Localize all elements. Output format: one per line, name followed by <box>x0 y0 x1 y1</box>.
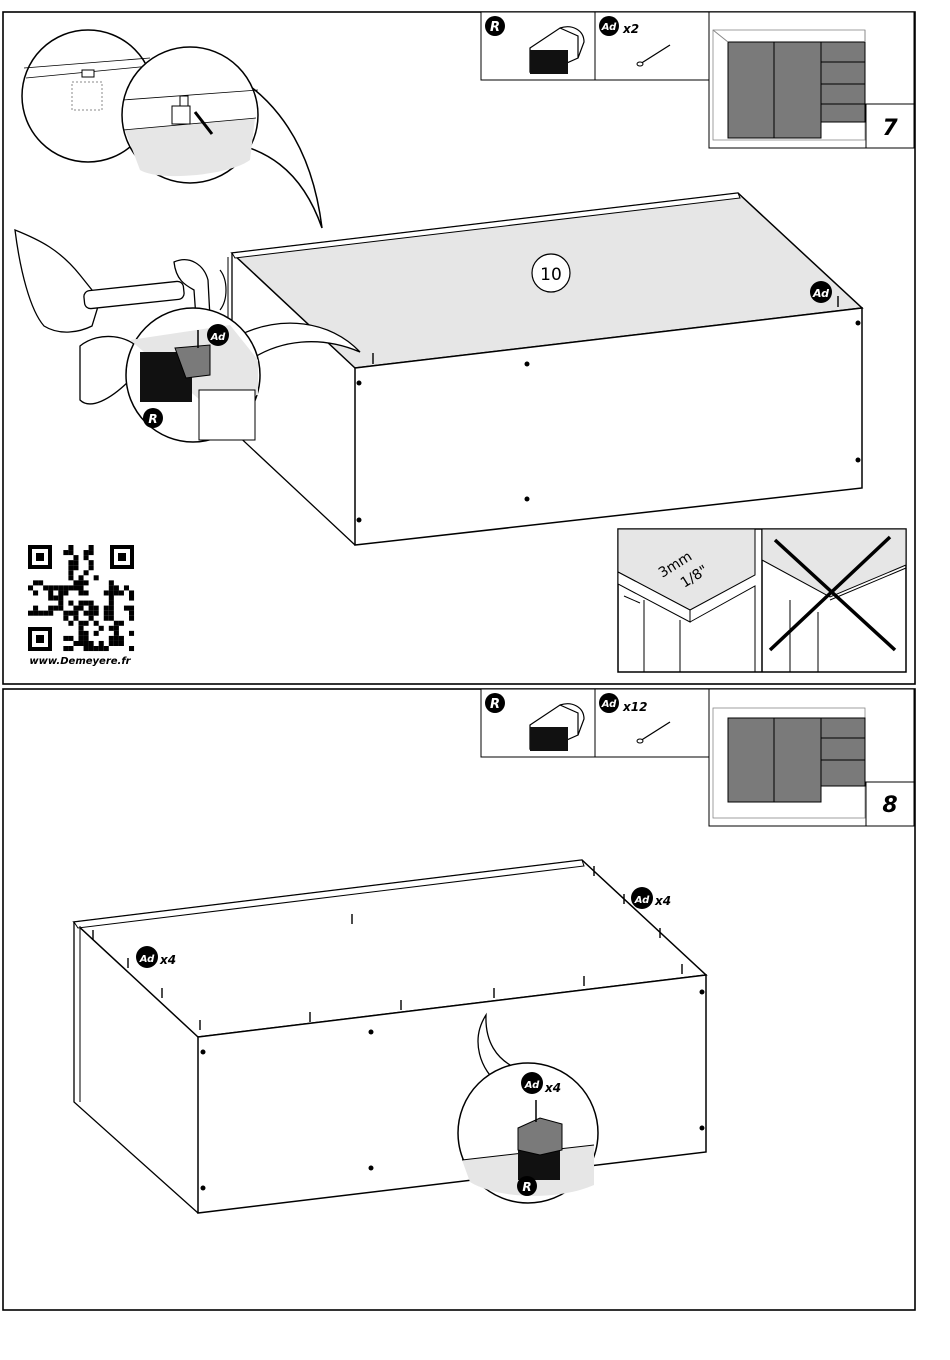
step7-number: 7 <box>882 116 898 141</box>
ad-part-quantity: x12 <box>622 700 647 714</box>
panel-number-label: 10 <box>540 265 562 285</box>
r-part-badge: R <box>490 697 500 712</box>
qr-code <box>28 545 134 651</box>
callout-ad-quantity: x4 <box>544 1081 561 1095</box>
r-part-badge: R <box>485 16 505 36</box>
step8-parts-box: R Ad x12 <box>481 689 709 757</box>
gap-detail: 3mm 1/8" <box>618 529 906 672</box>
right-ad-badge: Ad <box>634 895 650 906</box>
step7-parts-box: R Ad x2 <box>481 12 709 80</box>
left-ad-badge: Ad <box>139 954 155 965</box>
step7-cabinet: 10 Ad <box>228 193 862 545</box>
svg-text:x2: x2 <box>622 22 639 36</box>
svg-text:Ad: Ad <box>601 22 617 33</box>
left-ad-quantity: x4 <box>159 953 176 967</box>
callout-r-badge: R <box>148 412 157 426</box>
svg-text:R: R <box>490 20 500 35</box>
step8-wardrobe-thumbnail: 8 <box>709 689 914 826</box>
right-ad-quantity: x4 <box>654 894 671 908</box>
step8-number: 8 <box>882 793 897 818</box>
ad-part-badge: Ad <box>601 699 617 710</box>
step7-detail-magnifier <box>22 30 322 228</box>
corner-ad-badge: Ad <box>812 287 829 300</box>
step8-cabinet: Ad x4 Ad x4 <box>74 860 706 1213</box>
step7-wardrobe-thumbnail: 7 <box>709 12 914 148</box>
callout-r-badge: R <box>522 1180 531 1194</box>
callout-ad-badge: Ad <box>210 332 226 343</box>
website-link[interactable]: www.Demeyere.fr <box>29 656 131 667</box>
callout-ad-badge: Ad <box>524 1080 540 1091</box>
